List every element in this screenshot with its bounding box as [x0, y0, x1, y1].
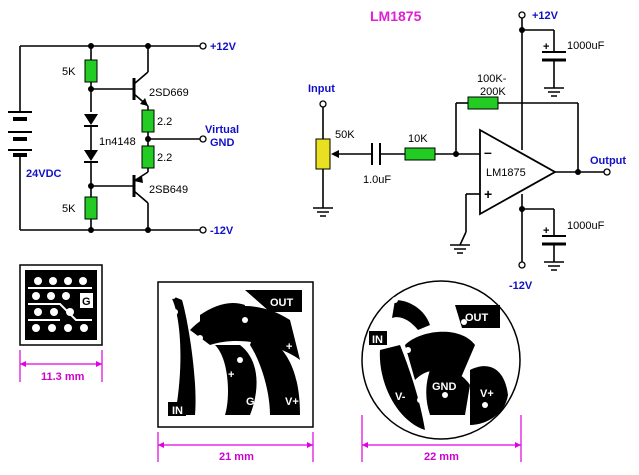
pcb-round: IN OUT V- GND V+ 22 mm [361, 280, 522, 463]
round-vm-label: V- [395, 391, 406, 403]
rect-vp-label: V+ [285, 396, 299, 408]
rect-dim-label: 21 mm [219, 451, 254, 463]
supply-minus12-label: -12V [210, 225, 234, 237]
virtual-gnd-terminal [199, 135, 207, 143]
input-terminal [319, 100, 327, 108]
round-in-label: IN [372, 334, 383, 346]
r-fb-label-b: 200K [480, 86, 506, 98]
minus12-terminal [199, 226, 207, 234]
resistor-5k-bottom [84, 196, 98, 220]
pcb-small: G 11.3 mm [19, 264, 103, 383]
rect-plus-1: + [228, 369, 234, 381]
gnd-label: GND [210, 137, 235, 149]
round-vp-label: V+ [480, 388, 494, 400]
resistor-2-2-top [141, 109, 155, 133]
output-label: Output [590, 155, 626, 167]
amp-minus12-terminal [518, 261, 526, 269]
pot-50k [315, 138, 331, 170]
opamp-minus: – [484, 144, 492, 160]
ground-symbol-input [313, 207, 333, 217]
plus12-terminal [199, 42, 207, 50]
round-gnd-label: GND [432, 381, 457, 393]
resistor-5k-top [84, 59, 98, 83]
cap-top-plus: + [543, 41, 549, 53]
cap-top-label: 1000uF [567, 40, 605, 52]
pcb-rect: IN OUT V- G V+ + + 21 mm [157, 281, 314, 463]
cap-bot-label: 1000uF [567, 220, 605, 232]
q-top-label: 2SD669 [149, 87, 189, 99]
opamp-plus: + [484, 186, 492, 202]
battery-label: 24VDC [26, 168, 62, 180]
resistor-2-2-bottom [141, 145, 155, 169]
diode-1 [84, 114, 98, 127]
chip-label: LM1875 [486, 167, 526, 179]
re2-label: 2.2 [157, 152, 172, 164]
amp-plus12-terminal [518, 11, 526, 19]
rect-in-label: IN [172, 405, 183, 417]
round-out-label: OUT [465, 312, 489, 324]
r-fb-label-a: 100K- [477, 73, 507, 85]
q-bot-label: 2SB649 [149, 184, 188, 196]
transistor-pnp [132, 171, 149, 204]
diagram-title: LM1875 [370, 8, 422, 24]
diode-label: 1n4148 [99, 136, 136, 148]
rect-out-label: OUT [270, 297, 294, 309]
cap-in-label: 1.0uF [363, 174, 391, 186]
r-in-label: 10K [408, 133, 428, 145]
resistor-feedback [467, 96, 499, 110]
small-dim-label: 11.3 mm [41, 371, 85, 383]
lm1875-opamp [479, 128, 557, 216]
resistor-10k [404, 147, 436, 161]
round-dim-label: 22 mm [424, 451, 459, 463]
rect-vm-label: V- [202, 396, 213, 408]
cap-bot-plus: + [543, 225, 549, 237]
pot-label: 50K [335, 129, 355, 141]
battery-symbol [8, 111, 32, 157]
ground-symbol-cap-bottom [544, 261, 564, 271]
ground-symbol-plus [450, 244, 470, 254]
amp-minus12-label: -12V [509, 280, 533, 292]
virtual-label: Virtual [205, 124, 239, 136]
rect-g-label: G [246, 396, 255, 408]
amp-plus12-label: +12V [532, 10, 559, 22]
transistor-npn [132, 71, 149, 107]
input-label: Input [308, 83, 335, 95]
virtual-ground-supply: +12V -12V Virtual GND 24VDC 5K 5K 1n4148… [8, 41, 239, 237]
r-bot-label: 5K [62, 203, 76, 215]
diode-2 [84, 150, 98, 163]
small-g-label: G [82, 296, 91, 308]
output-terminal [603, 168, 611, 176]
r-top-label: 5K [62, 66, 76, 78]
re1-label: 2.2 [157, 116, 172, 128]
supply-plus12-label: +12V [210, 41, 237, 53]
amplifier-circuit: Input 50K 1.0uF 10K 100K- 200K LM1875 – … [308, 10, 626, 292]
rect-plus-2: + [286, 341, 292, 353]
ground-symbol-cap-top [544, 87, 564, 97]
